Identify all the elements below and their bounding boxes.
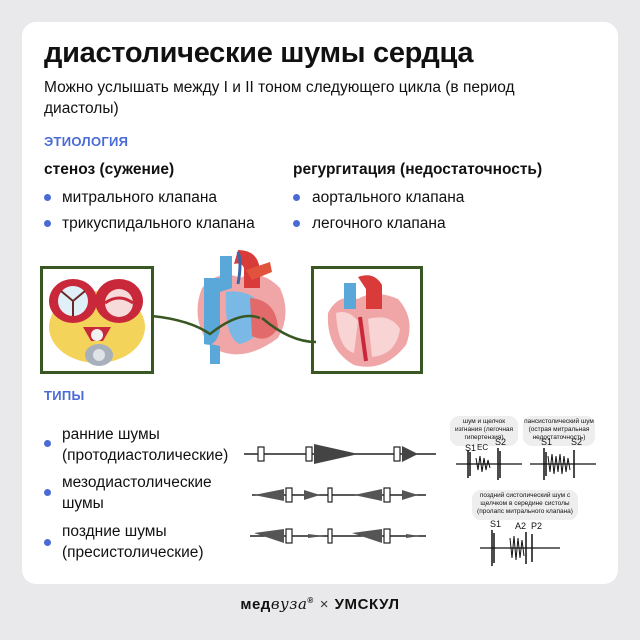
tracing-b-waveform <box>530 448 596 480</box>
tracing-a-waveform <box>456 448 522 480</box>
brand-meduza: медвуза® <box>240 595 314 613</box>
tracing-a-caption: шум и щелчок изгнания (легочная гипертен… <box>450 416 518 446</box>
bullet-dot <box>293 194 300 201</box>
tracing-b-label: S2 <box>571 437 583 447</box>
tracing-c-caption: поздний систолический шум с щелчком в се… <box>472 490 578 520</box>
bullet-dot <box>44 220 51 227</box>
bullet-dot <box>293 220 300 227</box>
connector-lines <box>151 314 317 344</box>
stenosis-title: стеноз (сужение) <box>44 161 175 178</box>
phonocardiogram-strips <box>244 444 436 544</box>
tracing-a-label: S2 <box>495 437 507 447</box>
page-subtitle: Можно услышать между I и II тоном следую… <box>44 79 515 117</box>
types-heading: ТИПЫ <box>44 388 85 403</box>
stenosis-item: трикуспидального клапана <box>62 215 255 232</box>
brand-umskul: УМСКУЛ <box>334 596 400 613</box>
tracing-a-label: S1 <box>465 443 477 453</box>
bullet-dot <box>44 440 51 447</box>
type-mid-murmur: мезодиастолические шумы <box>62 474 212 512</box>
heart-section-illustration <box>311 266 423 374</box>
valves-drawing <box>49 279 145 366</box>
tracing-c-label: A2 <box>515 521 527 531</box>
tracing-a-label: EC <box>477 443 489 452</box>
times-separator: × <box>319 596 329 613</box>
stenosis-item: митрального клапана <box>62 189 218 206</box>
bullet-dot <box>44 489 51 496</box>
valves-illustration <box>40 266 154 374</box>
tracing-c-waveform <box>480 530 560 566</box>
type-early-murmur: ранние шумы (протодиастолические) <box>62 426 229 464</box>
etiology-heading: ЭТИОЛОГИЯ <box>44 134 129 149</box>
tracing-b-caption: пансистолический шум (острая митральная … <box>523 416 595 446</box>
tracing-b-label: S1 <box>541 437 553 447</box>
bullet-dot <box>44 539 51 546</box>
tracing-c-label: S1 <box>490 519 502 529</box>
regurgitation-title: регургитация (недостаточность) <box>293 161 543 178</box>
heart-illustration <box>197 250 286 364</box>
type-late-murmur: поздние шумы (пресистолические) <box>62 523 204 561</box>
page-title: диастолические шумы сердца <box>44 37 474 69</box>
regurgitation-item: аортального клапана <box>312 189 465 206</box>
bullet-dot <box>44 194 51 201</box>
regurgitation-item: легочного клапана <box>312 215 446 232</box>
tracing-c-label: P2 <box>531 521 543 531</box>
footer-brands: медвуза® × УМСКУЛ <box>0 595 640 613</box>
heart-section-drawing <box>327 275 410 367</box>
